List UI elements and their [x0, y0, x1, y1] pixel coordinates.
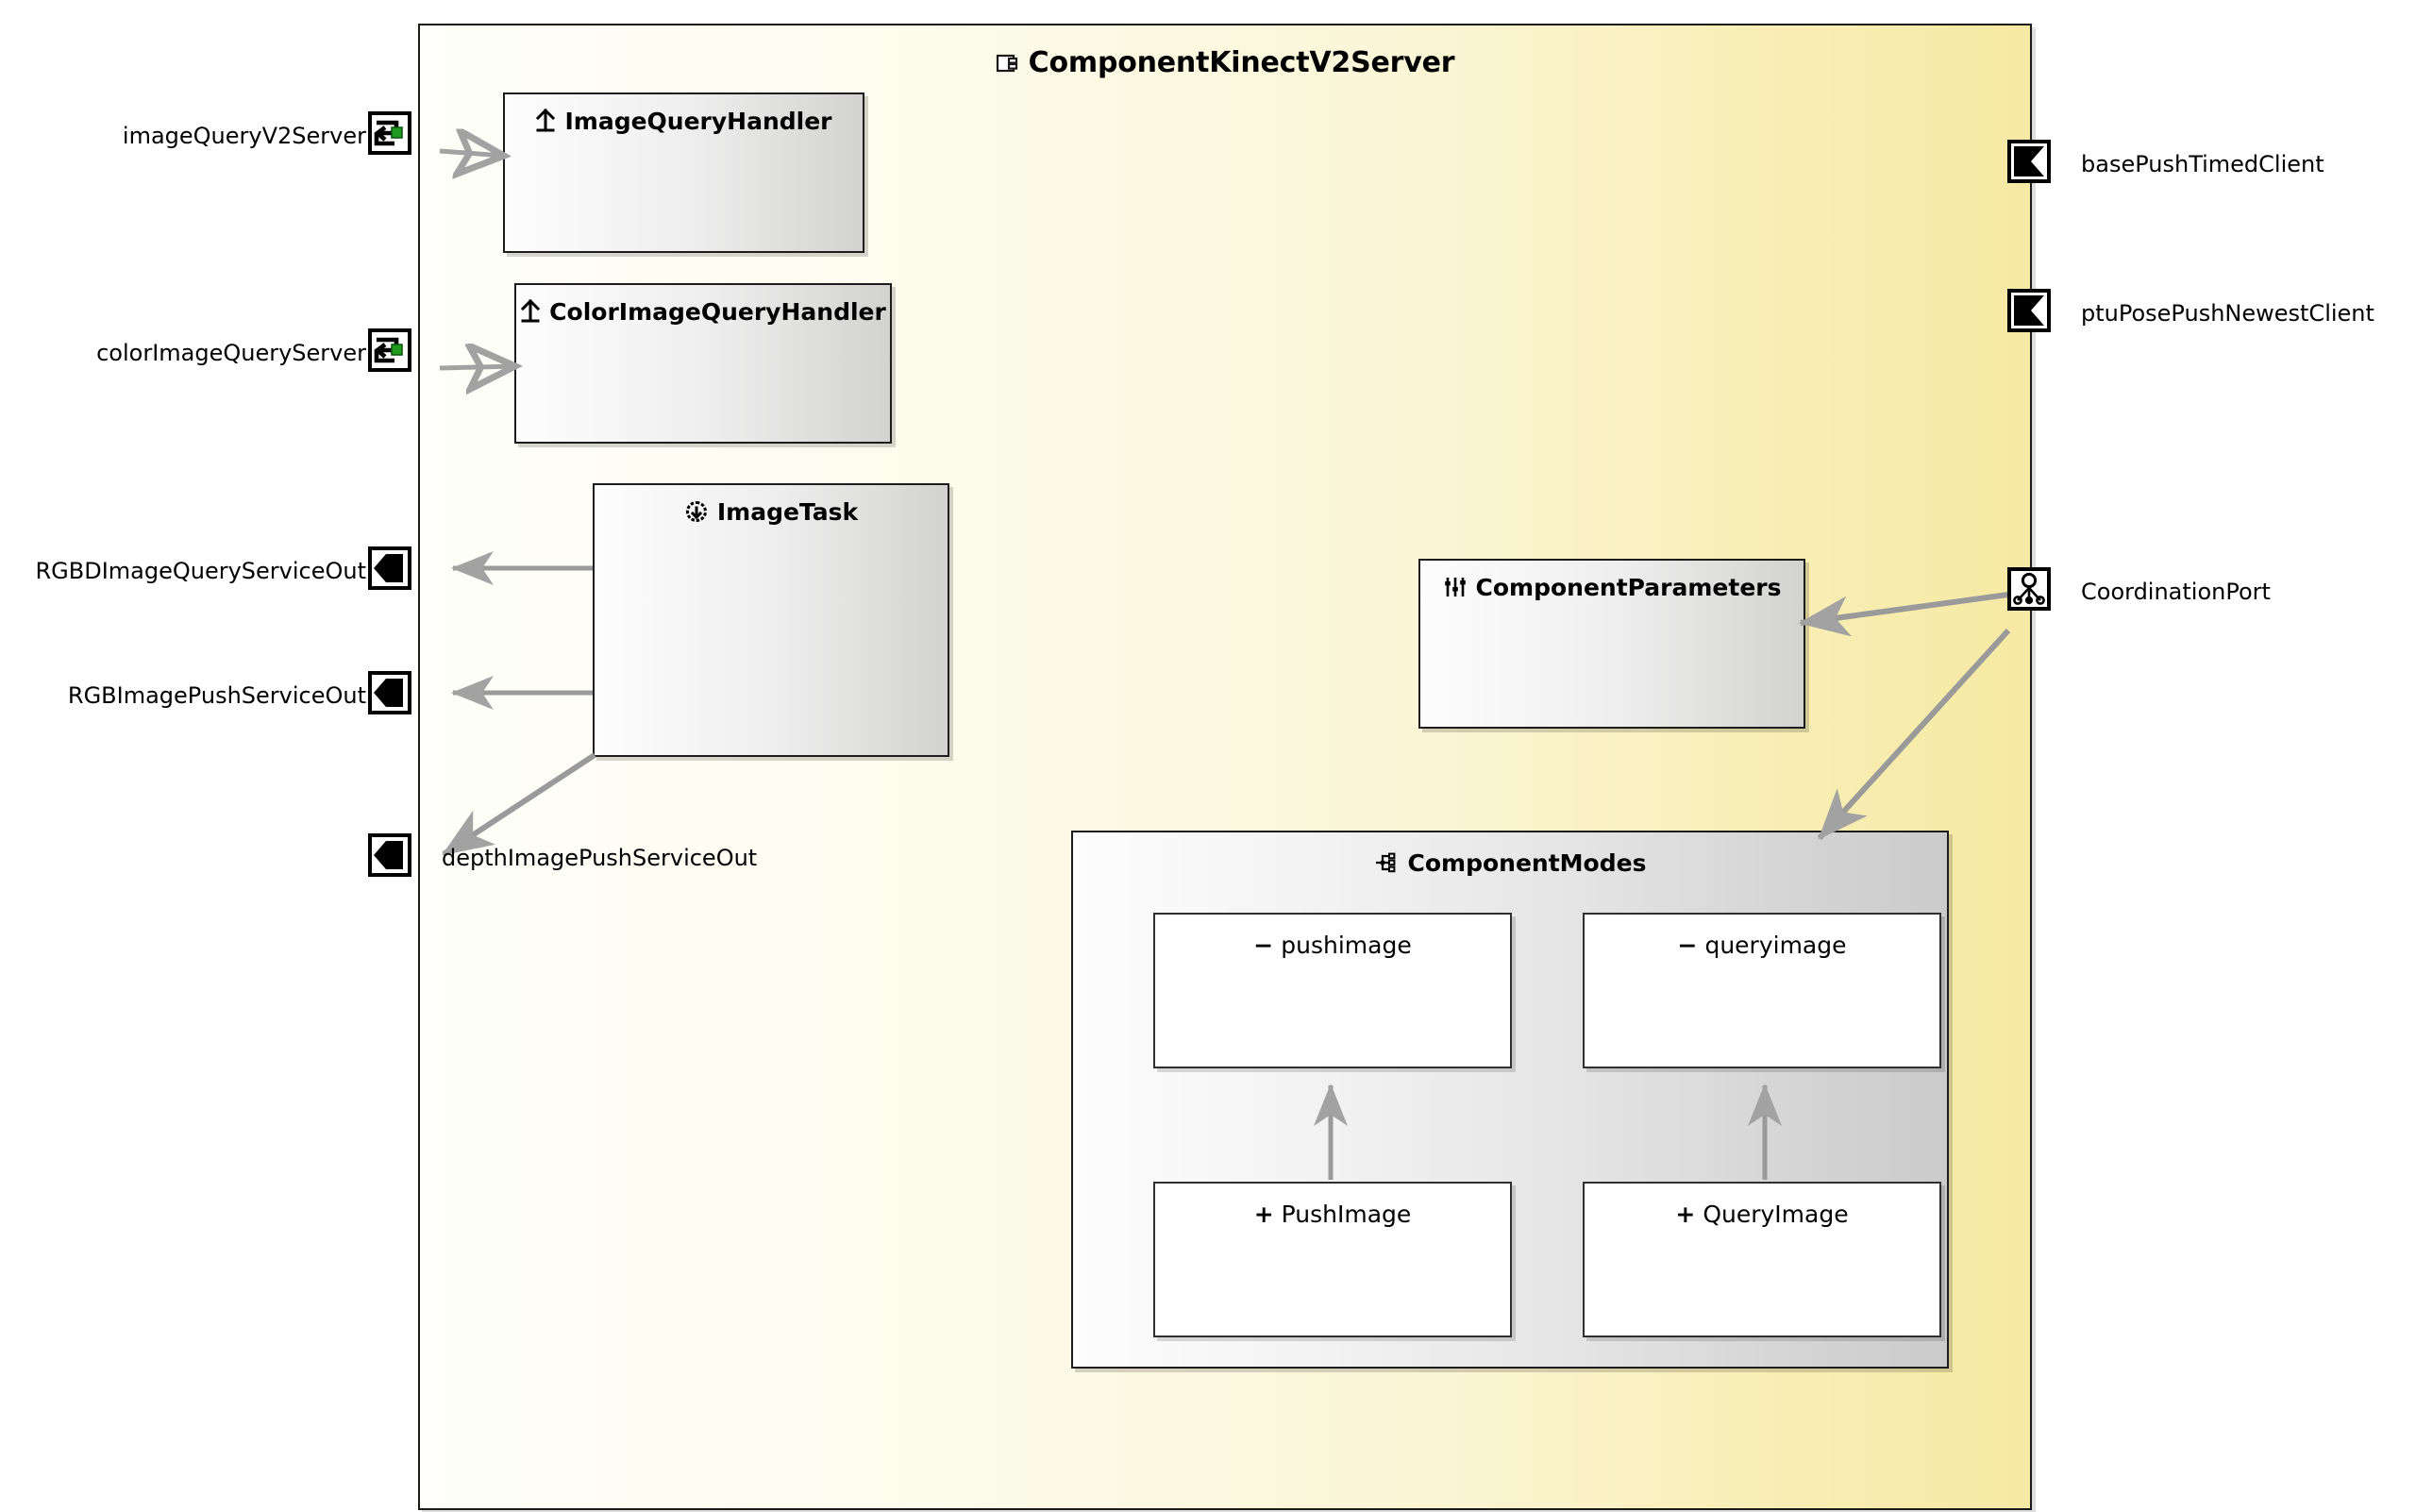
port-colorImageQueryServer[interactable] [368, 328, 411, 372]
class-box-component-modes[interactable]: ComponentModes −pushimage −queryimage +P… [1071, 831, 1949, 1369]
port-label-ptuPosePushNewestClient: ptuPosePushNewestClient [2081, 300, 2374, 327]
class-name: ColorImageQueryHandler [549, 298, 886, 326]
request-answer-server-port-icon [374, 120, 403, 146]
mode-leaf-label: −pushimage [1155, 932, 1510, 959]
port-label-imageQueryV2Server: imageQueryV2Server [122, 123, 366, 149]
port-RGBDImageQueryServiceOut[interactable] [368, 546, 411, 590]
port-label-colorImageQueryServer: colorImageQueryServer [96, 340, 366, 366]
coordination-tree-icon [2013, 572, 2045, 605]
push-client-port-icon [2014, 295, 2044, 326]
visibility-marker: − [1677, 932, 1698, 959]
class-box-title: ColorImageQueryHandler [516, 298, 890, 329]
mode-name: pushimage [1281, 932, 1412, 959]
mode-name: QueryImage [1703, 1201, 1849, 1228]
mode-leaf-query-image[interactable]: + QueryImage [1583, 1182, 1941, 1337]
class-box-image-query-handler[interactable]: ImageQueryHandler [503, 92, 864, 253]
port-imageQueryV2Server[interactable] [368, 111, 411, 155]
upload-arrow-icon [535, 108, 556, 139]
class-box-component-parameters[interactable]: ComponentParameters [1418, 559, 1805, 729]
upload-arrow-icon [520, 298, 541, 329]
class-box-image-task[interactable]: ImageTask [593, 483, 949, 757]
request-answer-server-port-icon [374, 337, 403, 363]
hierarchy-tree-icon [1374, 850, 1401, 881]
visibility-marker: + [1253, 1201, 1274, 1228]
cycle-task-icon [684, 499, 709, 529]
class-name: ComponentParameters [1475, 574, 1782, 601]
page-title: ComponentKinectV2Server [420, 46, 2030, 83]
mode-leaf-label: + QueryImage [1585, 1201, 1939, 1228]
visibility-marker: + [1675, 1201, 1696, 1228]
component-icon [996, 50, 1020, 83]
mode-name: PushImage [1281, 1201, 1412, 1228]
visibility-marker: − [1253, 932, 1274, 959]
class-box-title: ComponentParameters [1420, 574, 1804, 605]
class-box-title: ComponentModes [1073, 849, 1947, 881]
mode-leaf-push-image[interactable]: + PushImage [1153, 1182, 1512, 1337]
component-title-text: ComponentKinectV2Server [1028, 46, 1455, 79]
port-label-RGBDImageQueryServiceOut: RGBDImageQueryServiceOut [35, 558, 366, 584]
mode-leaf-label: −queryimage [1585, 932, 1939, 959]
push-service-out-port-icon [374, 554, 403, 582]
push-service-out-port-icon [374, 841, 403, 869]
sliders-icon [1443, 575, 1468, 605]
port-label-depthImagePushServiceOut: depthImagePushServiceOut [442, 845, 758, 871]
class-name: ImageTask [716, 498, 859, 526]
mode-name: queryimage [1704, 932, 1847, 959]
class-name: ComponentModes [1407, 849, 1647, 877]
mode-leaf-label: + PushImage [1155, 1201, 1510, 1228]
port-CoordinationPort[interactable] [2007, 567, 2051, 611]
port-ptuPosePushNewestClient[interactable] [2007, 289, 2051, 332]
port-basePushTimedClient[interactable] [2007, 140, 2051, 183]
class-name: ImageQueryHandler [564, 108, 832, 135]
port-label-RGBImagePushServiceOut: RGBImagePushServiceOut [67, 682, 366, 709]
mode-leaf-queryimage[interactable]: −queryimage [1583, 913, 1941, 1068]
port-label-CoordinationPort: CoordinationPort [2081, 579, 2271, 605]
port-label-basePushTimedClient: basePushTimedClient [2081, 151, 2324, 177]
class-box-title: ImageQueryHandler [505, 108, 863, 139]
push-client-port-icon [2014, 146, 2044, 176]
class-box-color-image-query-handler[interactable]: ColorImageQueryHandler [514, 283, 892, 444]
port-RGBImagePushServiceOut[interactable] [368, 671, 411, 714]
push-service-out-port-icon [374, 679, 403, 707]
mode-leaf-pushimage[interactable]: −pushimage [1153, 913, 1512, 1068]
port-depthImagePushServiceOut[interactable] [368, 833, 411, 877]
class-box-title: ImageTask [595, 498, 948, 529]
